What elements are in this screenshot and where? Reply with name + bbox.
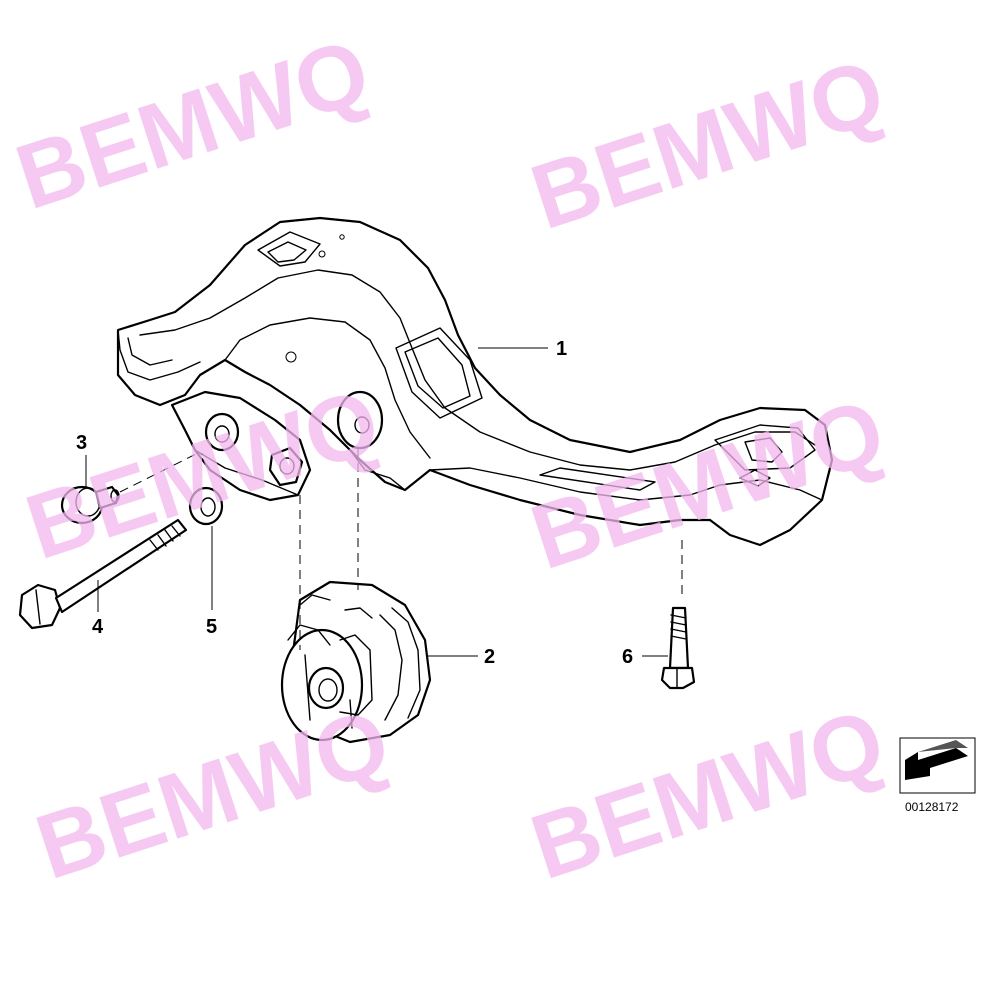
hex-bolt [18, 518, 188, 630]
leader-lines [85, 347, 668, 657]
callout-1: 1 [556, 338, 567, 360]
callout-5: 5 [206, 616, 217, 638]
alignment-lines [119, 448, 683, 650]
callout-4: 4 [92, 616, 104, 638]
watermark: BEMWQ [520, 380, 897, 589]
orientation-arrow-icon [899, 737, 976, 794]
callout-3: 3 [76, 432, 87, 454]
watermark: BEMWQ [520, 40, 897, 249]
rear-axle-carrier [116, 216, 834, 547]
watermark: BEMWQ [5, 20, 382, 229]
washer [188, 486, 224, 526]
cap-bolt [60, 485, 120, 525]
reference-number: 00128172 [905, 800, 959, 814]
callout-2: 2 [484, 646, 495, 668]
callout-6: 6 [622, 646, 633, 668]
vertical-bolt [660, 606, 696, 690]
watermark: BEMWQ [520, 690, 897, 899]
rubber-mount [280, 580, 432, 744]
watermark: BEMWQ [25, 690, 402, 899]
